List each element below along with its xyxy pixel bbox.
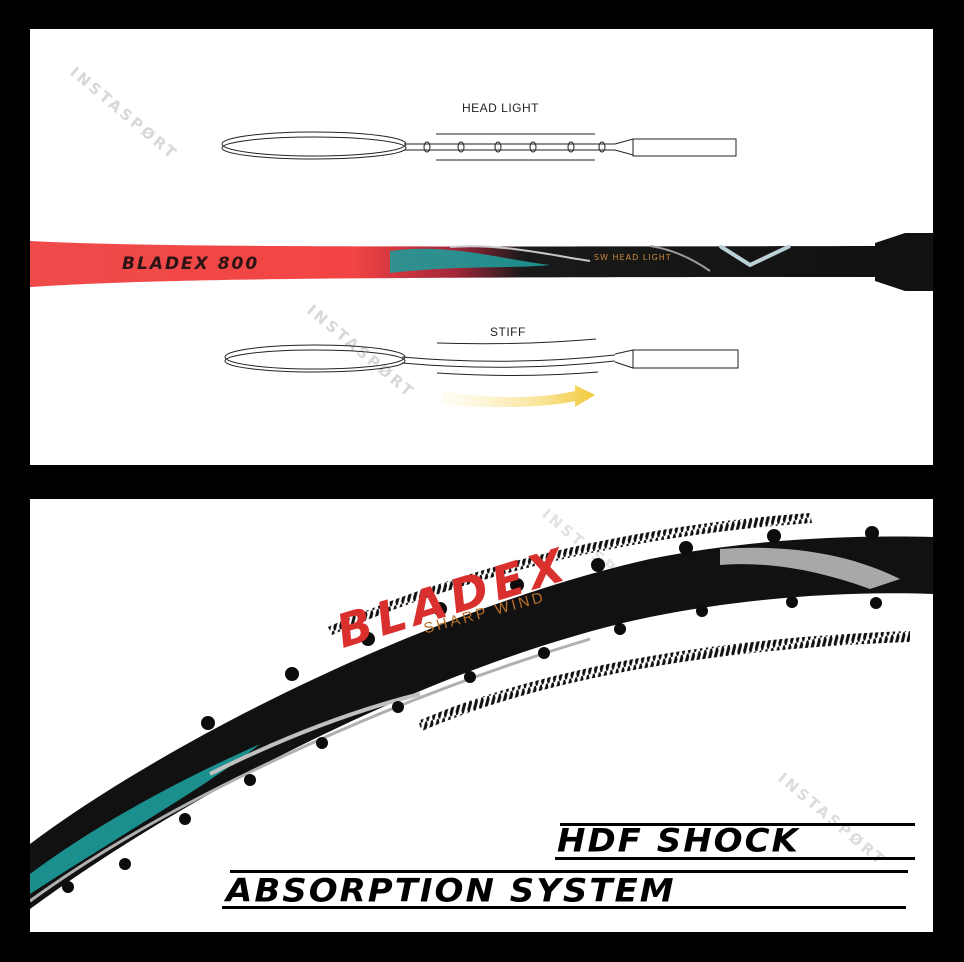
spring-lower bbox=[418, 631, 910, 731]
headline-line2: ABSORPTION SYSTEM bbox=[226, 872, 676, 910]
headline-line1-text: HDF SHOCK bbox=[557, 822, 800, 860]
headline-rule bbox=[222, 906, 906, 909]
shaft-spec-text: SW HEAD LIGHT bbox=[594, 253, 672, 262]
bottom-panel: INSTASPØRT INSTASPØRT BLADEX SHARP bbox=[30, 499, 933, 932]
racquet-handle-outline bbox=[632, 138, 737, 157]
top-panel: INSTASPØRT INSTASPØRT HEAD LIGHT bbox=[30, 29, 933, 465]
racquet-frame-image bbox=[30, 513, 933, 909]
racquet-shaft-image bbox=[30, 233, 933, 291]
shaft-model-text: BLADEX 800 bbox=[122, 254, 260, 274]
headline-rule bbox=[230, 870, 908, 873]
bend-arrow bbox=[442, 385, 595, 408]
headline-rule bbox=[560, 823, 915, 826]
head-light-diagram bbox=[221, 131, 737, 161]
spring-upper bbox=[328, 513, 812, 635]
stiff-diagram bbox=[224, 338, 739, 408]
silver-stripe bbox=[720, 547, 900, 589]
headline-line2-text: ABSORPTION SYSTEM bbox=[226, 872, 676, 910]
teal-stripe bbox=[30, 744, 260, 894]
headline-rule bbox=[555, 857, 915, 860]
stiff-label: STIFF bbox=[490, 325, 526, 339]
headline-line1: HDF SHOCK bbox=[557, 822, 800, 860]
head-light-label: HEAD LIGHT bbox=[462, 101, 540, 115]
